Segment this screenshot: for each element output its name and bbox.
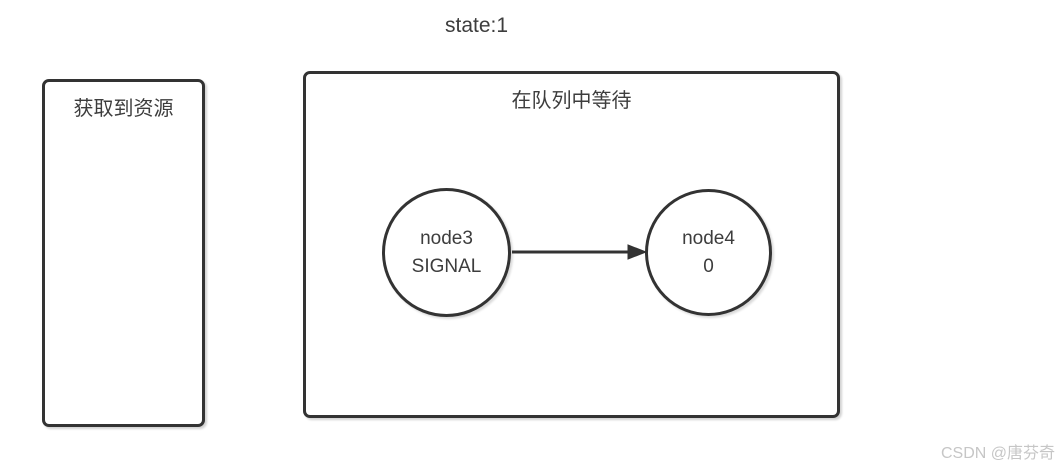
queue-waiting-label: 在队列中等待 xyxy=(511,90,632,112)
node4-name: node4 xyxy=(682,227,735,249)
acquired-resource-label: 获取到资源 xyxy=(73,98,174,120)
node3-circle: node3 SIGNAL xyxy=(382,188,511,317)
node3-name: node3 xyxy=(420,227,473,249)
node3-value: SIGNAL xyxy=(411,255,482,277)
node4-circle: node4 0 xyxy=(645,189,772,316)
diagram-title: state:1 xyxy=(445,14,509,37)
acquired-resource-box: 获取到资源 xyxy=(42,79,205,427)
node4-value: 0 xyxy=(703,255,714,277)
watermark: CSDN @唐芬奇 xyxy=(940,445,1055,462)
